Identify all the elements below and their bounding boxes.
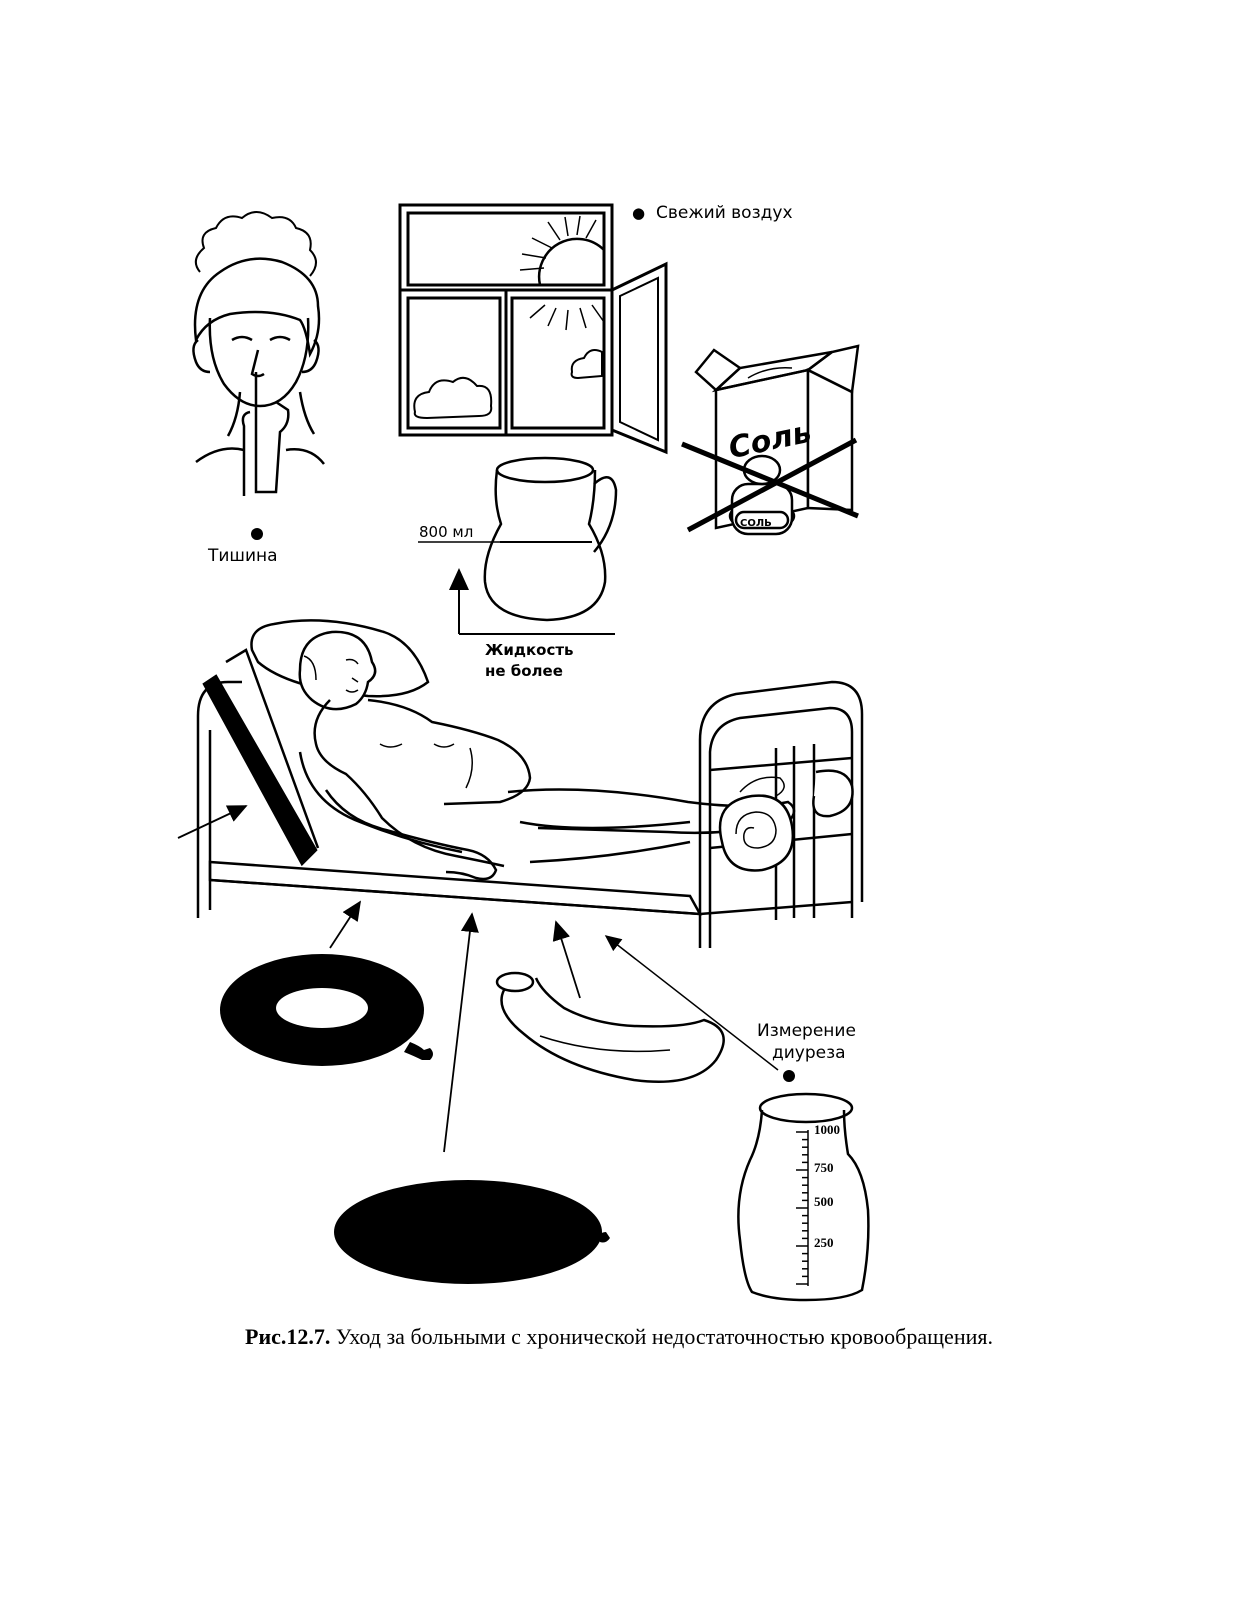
figure-caption: Рис.12.7. Уход за больными с хронической… bbox=[0, 1322, 1238, 1352]
bed-illustration bbox=[196, 619, 864, 948]
label-diuresis-1: Измерение bbox=[757, 1021, 856, 1041]
bullet-silence bbox=[251, 528, 263, 540]
label-fluid-limit-2: не более bbox=[485, 662, 563, 680]
window-illustration bbox=[398, 203, 668, 455]
caption-text: Уход за больными с хронической недостато… bbox=[335, 1324, 993, 1349]
rubber-ring-illustration bbox=[220, 954, 433, 1066]
bullet-fresh-air: ● bbox=[632, 204, 645, 222]
vessel-scale-ticks bbox=[796, 1131, 808, 1285]
salt-shaker-label: СОЛЬ bbox=[740, 518, 772, 529]
jug-illustration bbox=[418, 456, 618, 622]
vessel-scale-label: 500 bbox=[814, 1194, 834, 1209]
label-silence: Тишина bbox=[207, 546, 278, 566]
bedpan-illustration bbox=[495, 971, 725, 1084]
sun-icon bbox=[519, 215, 605, 331]
label-fresh-air: Свежий воздух bbox=[656, 203, 793, 223]
vessel-scale-label: 750 bbox=[814, 1160, 834, 1175]
cloud-icon bbox=[570, 349, 603, 380]
salt-box-illustration bbox=[681, 344, 860, 536]
vessel-scale-label: 250 bbox=[814, 1235, 834, 1250]
label-jug-level: 800 мл bbox=[419, 523, 473, 541]
caption-number: Рис.12.7. bbox=[245, 1324, 331, 1349]
silence-man-illustration bbox=[192, 211, 325, 496]
cloud-icon bbox=[413, 376, 493, 420]
bullet-diuresis bbox=[783, 1070, 795, 1082]
vessel-scale-labels: 1000 750 500 250 bbox=[814, 1122, 840, 1250]
vessel-scale-label: 1000 bbox=[814, 1122, 840, 1137]
measuring-vessel-illustration bbox=[737, 1092, 870, 1302]
air-mattress-illustration bbox=[334, 1180, 610, 1284]
label-diuresis-2: диуреза bbox=[772, 1043, 846, 1063]
label-fluid-limit-1: Жидкость bbox=[485, 641, 574, 659]
